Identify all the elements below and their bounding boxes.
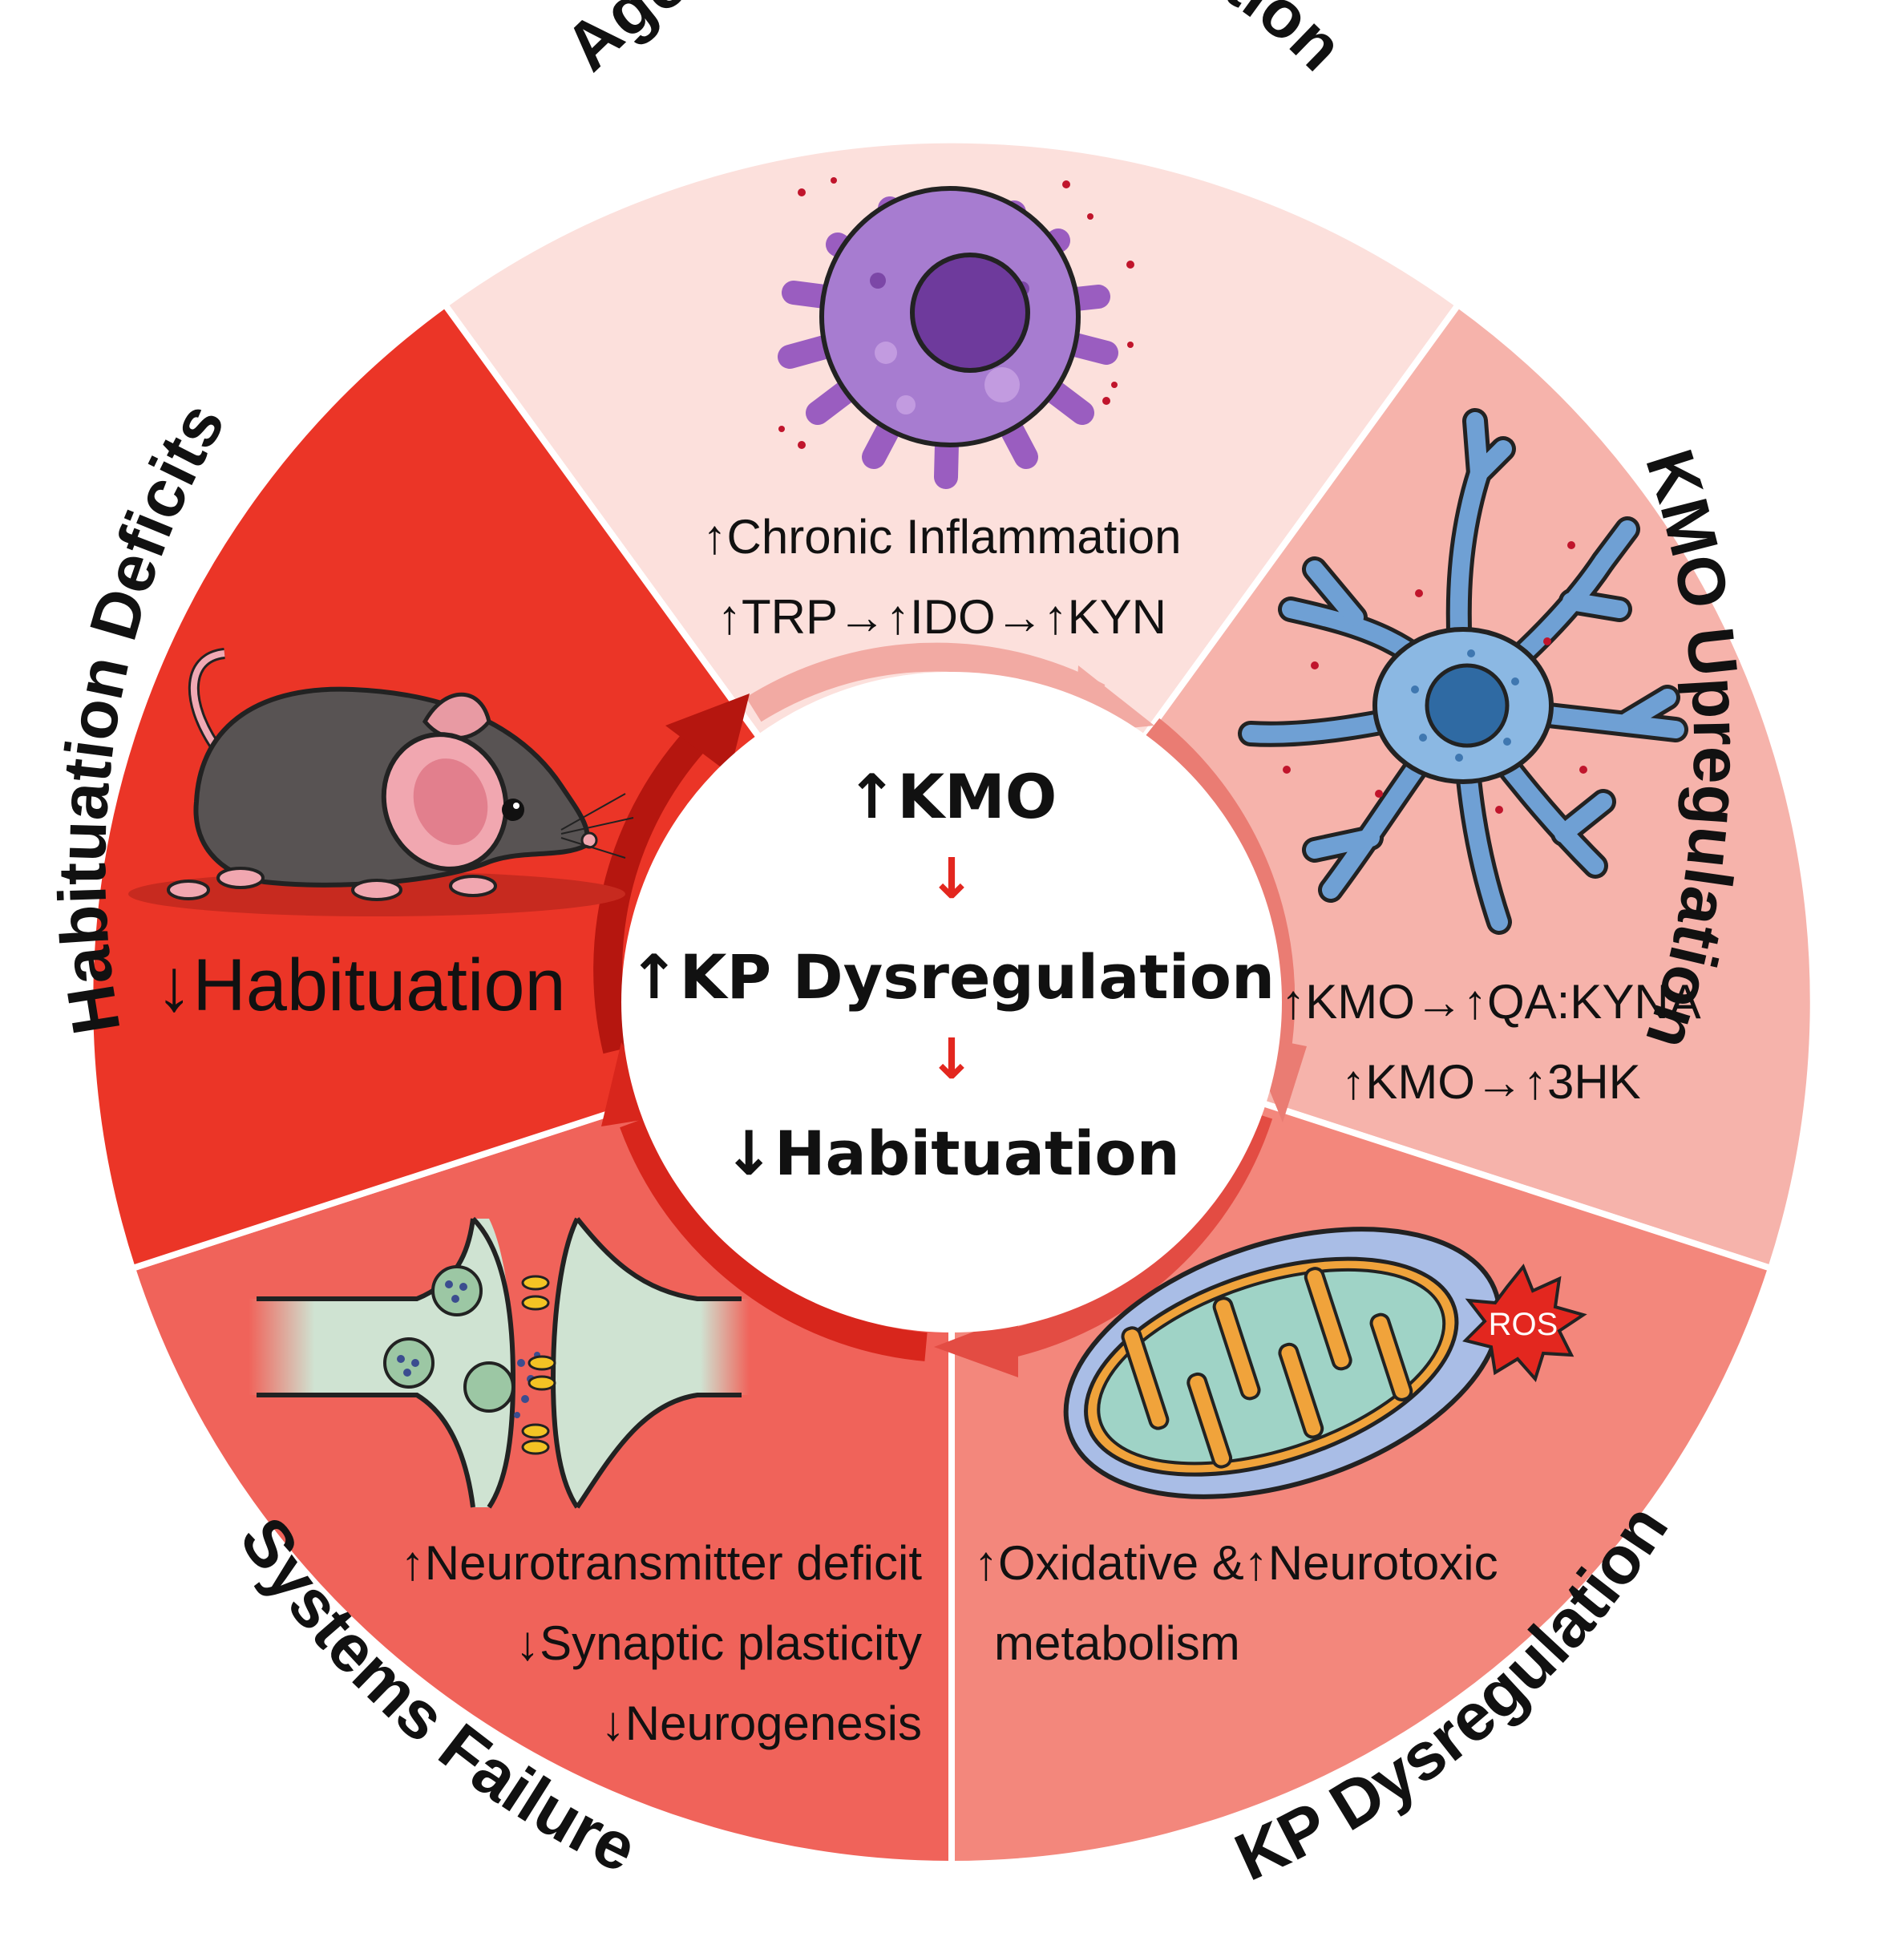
- cycle-arrow-1: [746, 642, 1106, 722]
- title-age-related-inflammation: Age-related Inflammation: [550, 0, 1358, 85]
- age-inflammation-line-2: ↑TRP→↑IDO→↑KYN: [718, 590, 1166, 644]
- kmo-upregulation-line-2: ↑KMO→↑3HK: [1341, 1055, 1640, 1109]
- microglia-cell-icon: [778, 177, 1134, 489]
- arrowhead-3: [934, 1315, 1018, 1377]
- segment-age-related-inflammation: [440, 136, 1463, 1008]
- cycle-arrow-5: [593, 723, 713, 1054]
- kmo-upregulation-line-1: ↑KMO→↑QA:KYNA: [1281, 975, 1700, 1029]
- arrowhead-5: [665, 694, 750, 774]
- systems-failure-line-2: ↓Synaptic plasticity: [515, 1616, 922, 1670]
- systems-failure-line-1: ↑Neurotransmitter deficit: [401, 1536, 923, 1590]
- ros-label: ROS: [1489, 1307, 1558, 1342]
- habituation-deficits-caption: ↓Habituation: [156, 944, 565, 1026]
- astrocyte-cell-icon: [1238, 408, 1688, 935]
- title-age-related-inflammation-path: Age-related Inflammation: [550, 0, 1358, 85]
- age-inflammation-line-1: ↑Chronic Inflammation: [703, 510, 1182, 564]
- kp-dysregulation-line-1: ↑Oxidative &↑Neurotoxic: [974, 1536, 1498, 1590]
- center-line-3: ↓Habituation: [723, 1118, 1179, 1189]
- cycle-arrow-4: [620, 1117, 928, 1361]
- mouse-icon: [128, 648, 634, 916]
- systems-failure-line-3: ↓Neurogenesis: [601, 1696, 922, 1750]
- ros-burst-icon: [1462, 1264, 1587, 1382]
- kp-dysregulation-line-2: metabolism: [994, 1616, 1240, 1670]
- center-down-arrow-1: ↓: [928, 846, 976, 912]
- center-circle: [621, 672, 1282, 1332]
- center-line-1: ↑KMO: [847, 761, 1057, 832]
- center-line-2: ↑KP Dysregulation: [629, 941, 1275, 1013]
- center-down-arrow-2: ↓: [928, 1026, 976, 1092]
- synapse-icon: [249, 1216, 750, 1509]
- mitochondrion-icon: ROS: [1063, 1227, 1587, 1499]
